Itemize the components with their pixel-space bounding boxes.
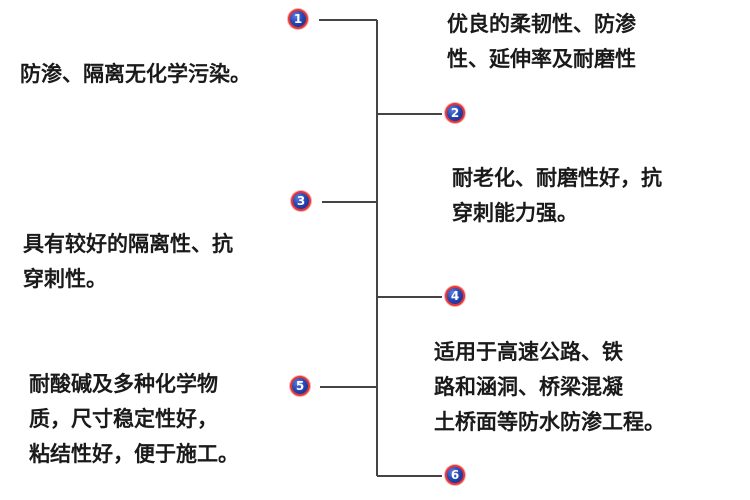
feature-text-1-line: 防渗、隔离无化学污染。 [20,62,251,86]
marker-6-icon: 6 [445,465,465,485]
feature-text-6-line: 粘结性好，便于施工。 [29,442,239,466]
feature-text-6-line: 质，尺寸稳定性好， [29,407,218,431]
feature-text-6: 耐酸碱及多种化学物 质，尺寸稳定性好， 粘结性好，便于施工。 [29,367,239,472]
feature-text-3-line: 耐老化、耐磨性好，抗 [452,166,662,190]
feature-text-1: 防渗、隔离无化学污染。 [20,57,251,92]
feature-text-3: 耐老化、耐磨性好，抗 穿刺能力强。 [452,161,662,231]
marker-2-icon: 2 [445,103,465,123]
feature-text-5-line: 适用于高速公路、铁 [434,340,623,364]
feature-text-5: 适用于高速公路、铁 路和涵洞、桥梁混凝 土桥面等防水防渗工程。 [434,335,665,440]
feature-text-5-line: 土桥面等防水防渗工程。 [434,410,665,434]
marker-3-icon: 3 [291,191,311,211]
feature-text-6-line: 耐酸碱及多种化学物 [29,372,218,396]
feature-text-2-line: 优良的柔韧性、防渗 [447,12,636,36]
feature-text-2: 优良的柔韧性、防渗 性、延伸率及耐磨性 [447,7,636,77]
feature-text-3-line: 穿刺能力强。 [452,201,578,225]
feature-text-4-line: 穿刺性。 [23,267,107,291]
feature-text-4: 具有较好的隔离性、抗 穿刺性。 [23,227,233,297]
marker-5-icon: 5 [290,376,310,396]
feature-text-4-line: 具有较好的隔离性、抗 [23,232,233,256]
marker-1-icon: 1 [288,9,308,29]
feature-text-2-line: 性、延伸率及耐磨性 [447,47,636,71]
marker-4-icon: 4 [445,286,465,306]
feature-text-5-line: 路和涵洞、桥梁混凝 [434,375,623,399]
